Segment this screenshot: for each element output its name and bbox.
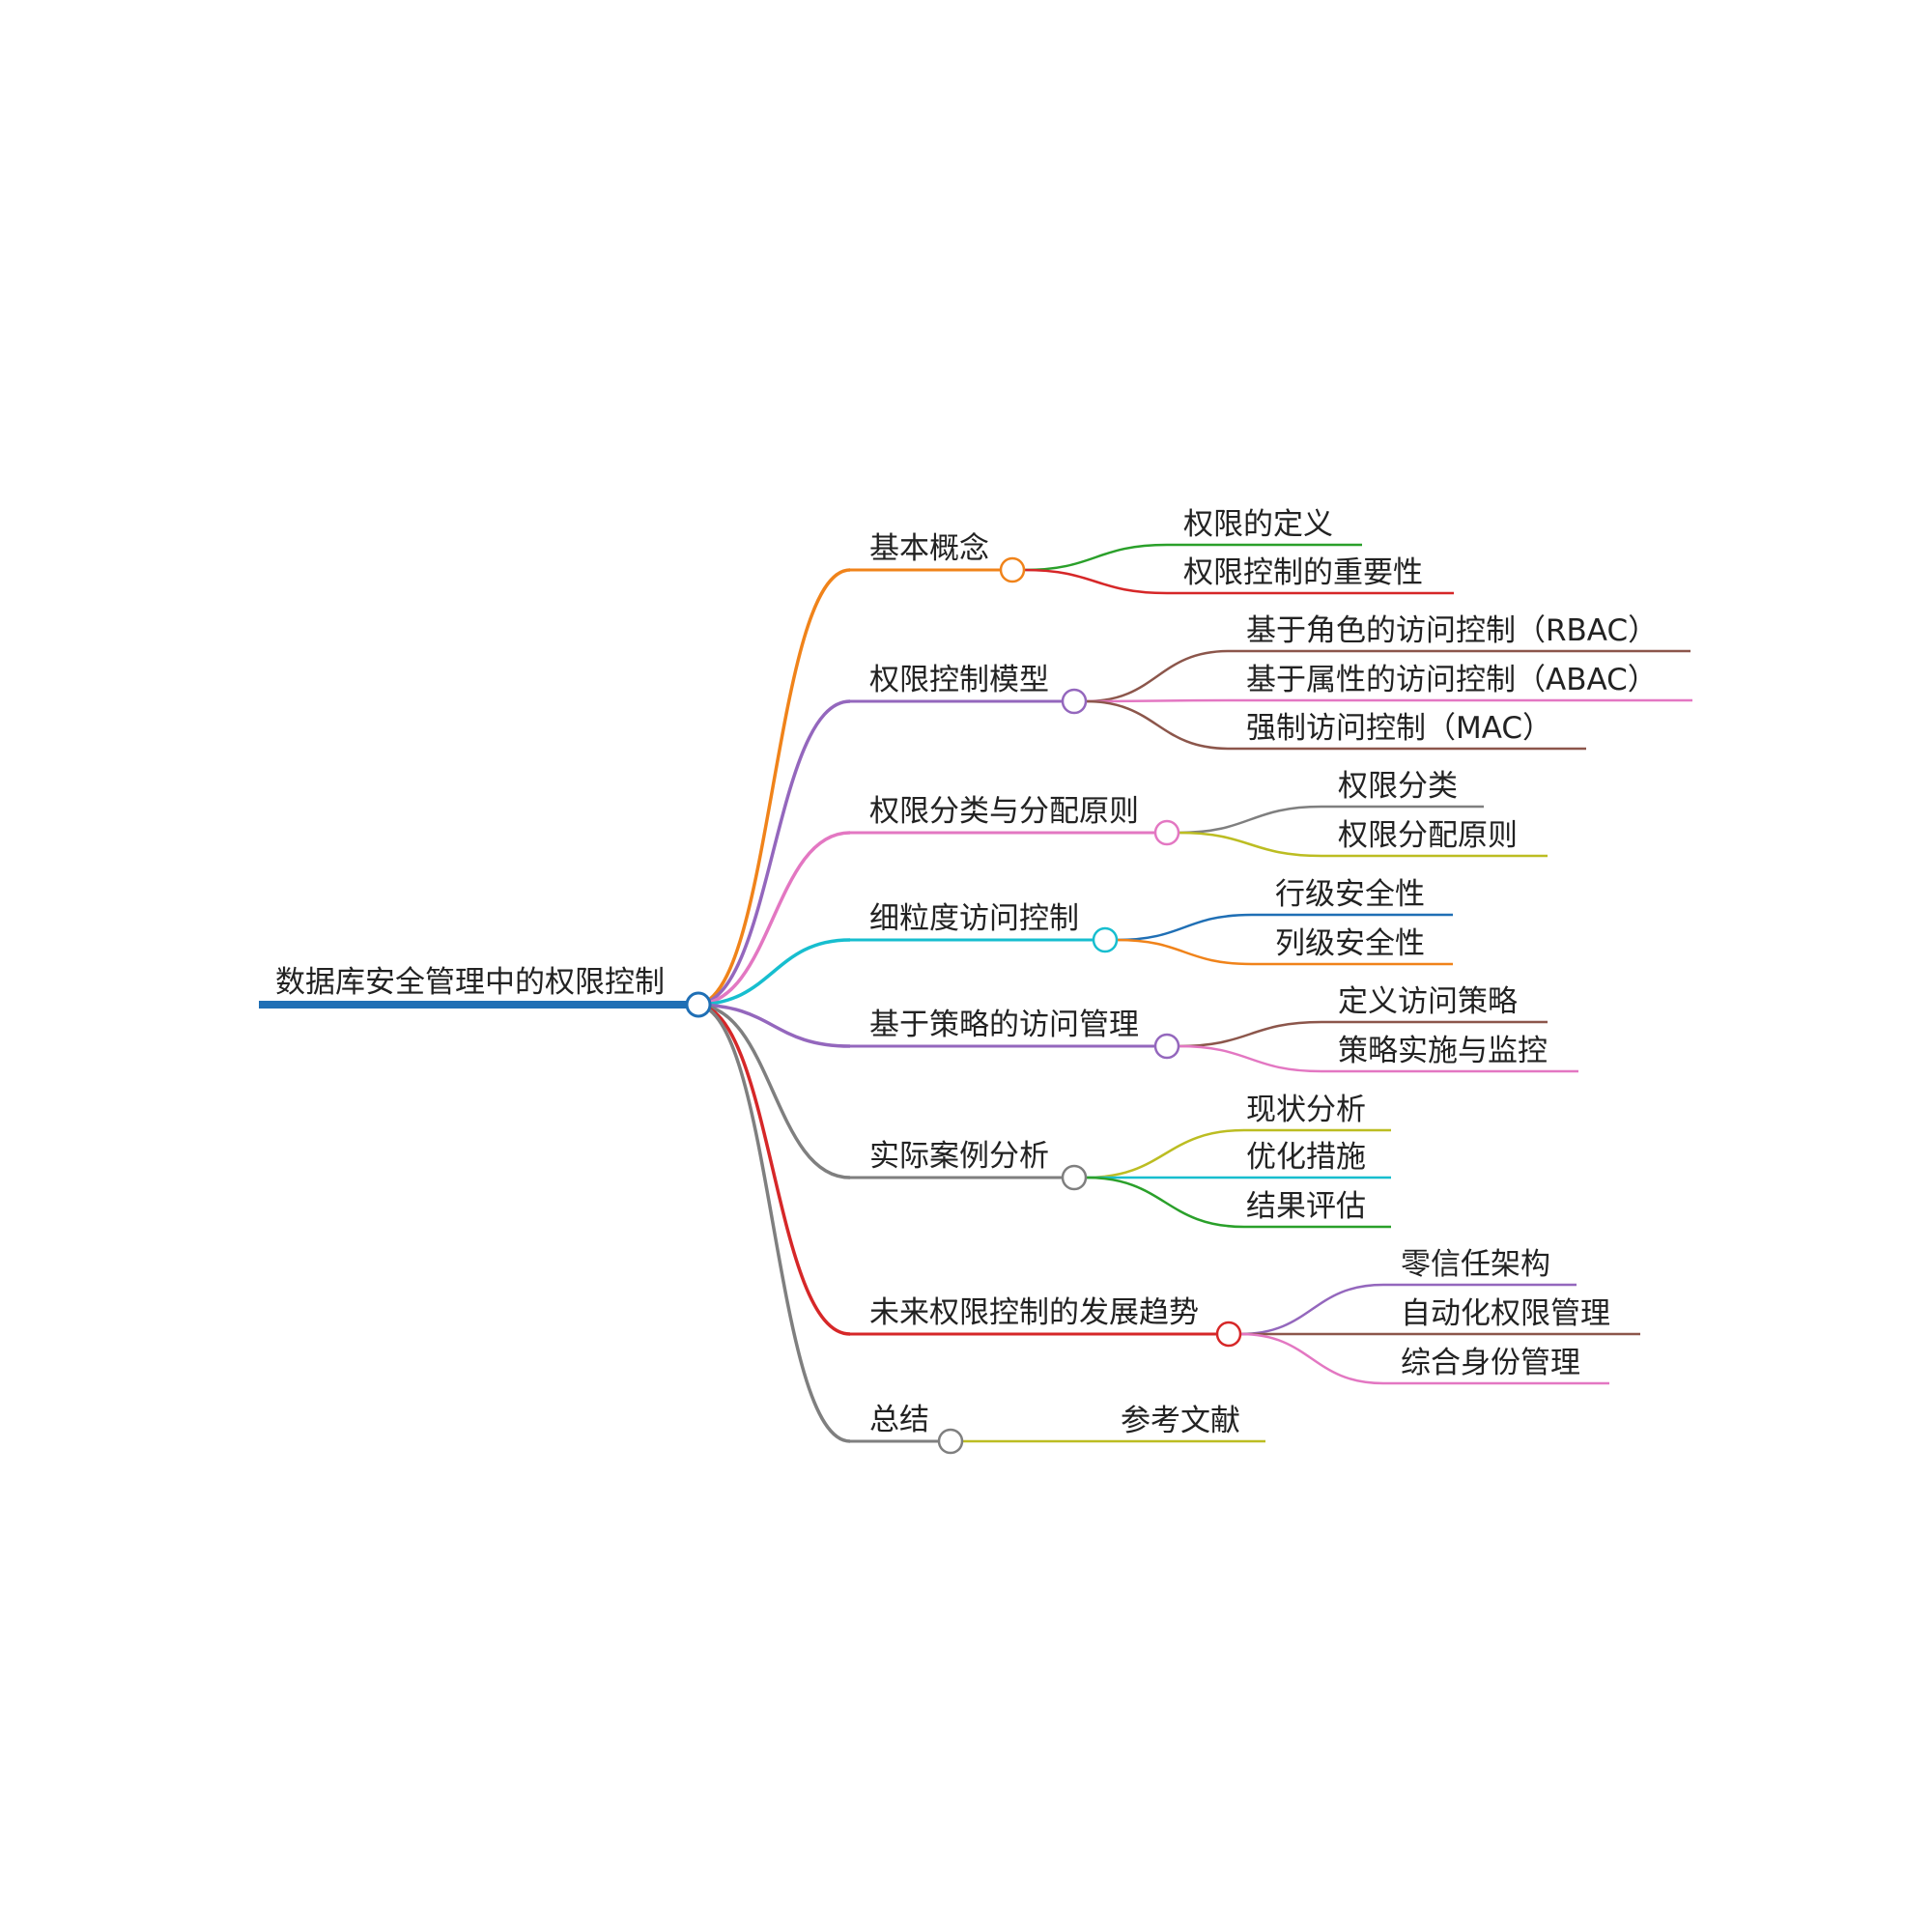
leaf-topic: 强制访问控制（MAC）	[1246, 711, 1552, 746]
leaf-topic: 权限的定义	[1183, 507, 1333, 542]
branch-topic: 权限控制模型	[869, 663, 1049, 697]
leaf-topic: 优化措施	[1246, 1140, 1366, 1175]
leaf-topic: 列级安全性	[1275, 926, 1425, 961]
branch-topic: 基于策略的访问管理	[869, 1008, 1139, 1042]
leaf-topic: 定义访问策略	[1338, 984, 1518, 1019]
leaf-topic: 策略实施与监控	[1338, 1034, 1548, 1068]
branch-collapse-toggle[interactable]	[1061, 688, 1088, 715]
leaf-topic: 基于属性的访问控制（ABAC）	[1246, 663, 1658, 697]
leaf-connector	[1085, 698, 1230, 703]
node-underlines	[259, 543, 1692, 1443]
root-topic: 数据库安全管理中的权限控制	[275, 965, 665, 1000]
leaf-connector	[1178, 805, 1322, 835]
branch-collapse-toggle[interactable]	[1153, 1033, 1180, 1060]
leaf-connector	[1178, 831, 1322, 858]
leaf-topic: 综合身份管理	[1401, 1346, 1580, 1380]
leaf-connector	[1239, 1332, 1384, 1385]
branch-topic: 实际案例分析	[869, 1139, 1049, 1174]
branch-topic: 细粒度访问控制	[869, 901, 1079, 936]
leaf-topic: 结果评估	[1246, 1189, 1366, 1224]
branch-topic: 权限分类与分配原则	[869, 794, 1139, 829]
node-toggles	[685, 556, 1242, 1455]
branch-collapse-toggle[interactable]	[937, 1428, 964, 1455]
leaf-topic: 零信任架构	[1401, 1247, 1550, 1282]
root-collapse-toggle[interactable]	[685, 991, 712, 1018]
branch-topic: 总结	[869, 1403, 929, 1437]
leaf-connector	[1085, 1128, 1245, 1179]
branch-connector	[695, 568, 851, 1007]
leaf-topic: 权限分配原则	[1338, 818, 1518, 853]
leaf-topic: 行级安全性	[1275, 877, 1425, 912]
branch-collapse-toggle[interactable]	[1215, 1321, 1242, 1348]
branch-topic: 基本概念	[869, 531, 989, 566]
leaf-connector	[1178, 1020, 1322, 1048]
branch-topic: 未来权限控制的发展趋势	[869, 1295, 1199, 1330]
leaf-connector	[1116, 938, 1253, 966]
branch-connector	[695, 1003, 851, 1336]
branch-connector	[695, 831, 851, 1007]
leaf-connector	[1085, 1176, 1245, 1229]
branch-collapse-toggle[interactable]	[1061, 1164, 1088, 1191]
leaf-connector	[1023, 568, 1168, 595]
branch-connector	[695, 1003, 851, 1179]
branch-collapse-toggle[interactable]	[999, 556, 1026, 583]
leaf-topic: 参考文献	[1121, 1404, 1240, 1438]
branch-connector	[695, 1003, 851, 1443]
branch-connector	[695, 938, 851, 1007]
leaf-topic: 基于角色的访问控制（RBAC）	[1246, 613, 1658, 648]
leaf-topic: 自动化权限管理	[1401, 1296, 1610, 1331]
leaf-topic: 现状分析	[1246, 1093, 1366, 1127]
branch-connector	[695, 1003, 851, 1048]
branch-collapse-toggle[interactable]	[1153, 819, 1180, 846]
branch-collapse-toggle[interactable]	[1092, 926, 1119, 953]
connector-lines	[695, 543, 1384, 1443]
leaf-connector	[1239, 1283, 1384, 1336]
leaf-connector	[1178, 1044, 1322, 1073]
leaf-connector	[1116, 913, 1253, 942]
leaf-topic: 权限控制的重要性	[1183, 555, 1423, 590]
leaf-connector	[1085, 649, 1230, 703]
leaf-topic: 权限分类	[1338, 769, 1458, 804]
branch-connector	[695, 699, 851, 1007]
leaf-connector	[1023, 543, 1168, 572]
leaf-connector	[1085, 699, 1230, 751]
